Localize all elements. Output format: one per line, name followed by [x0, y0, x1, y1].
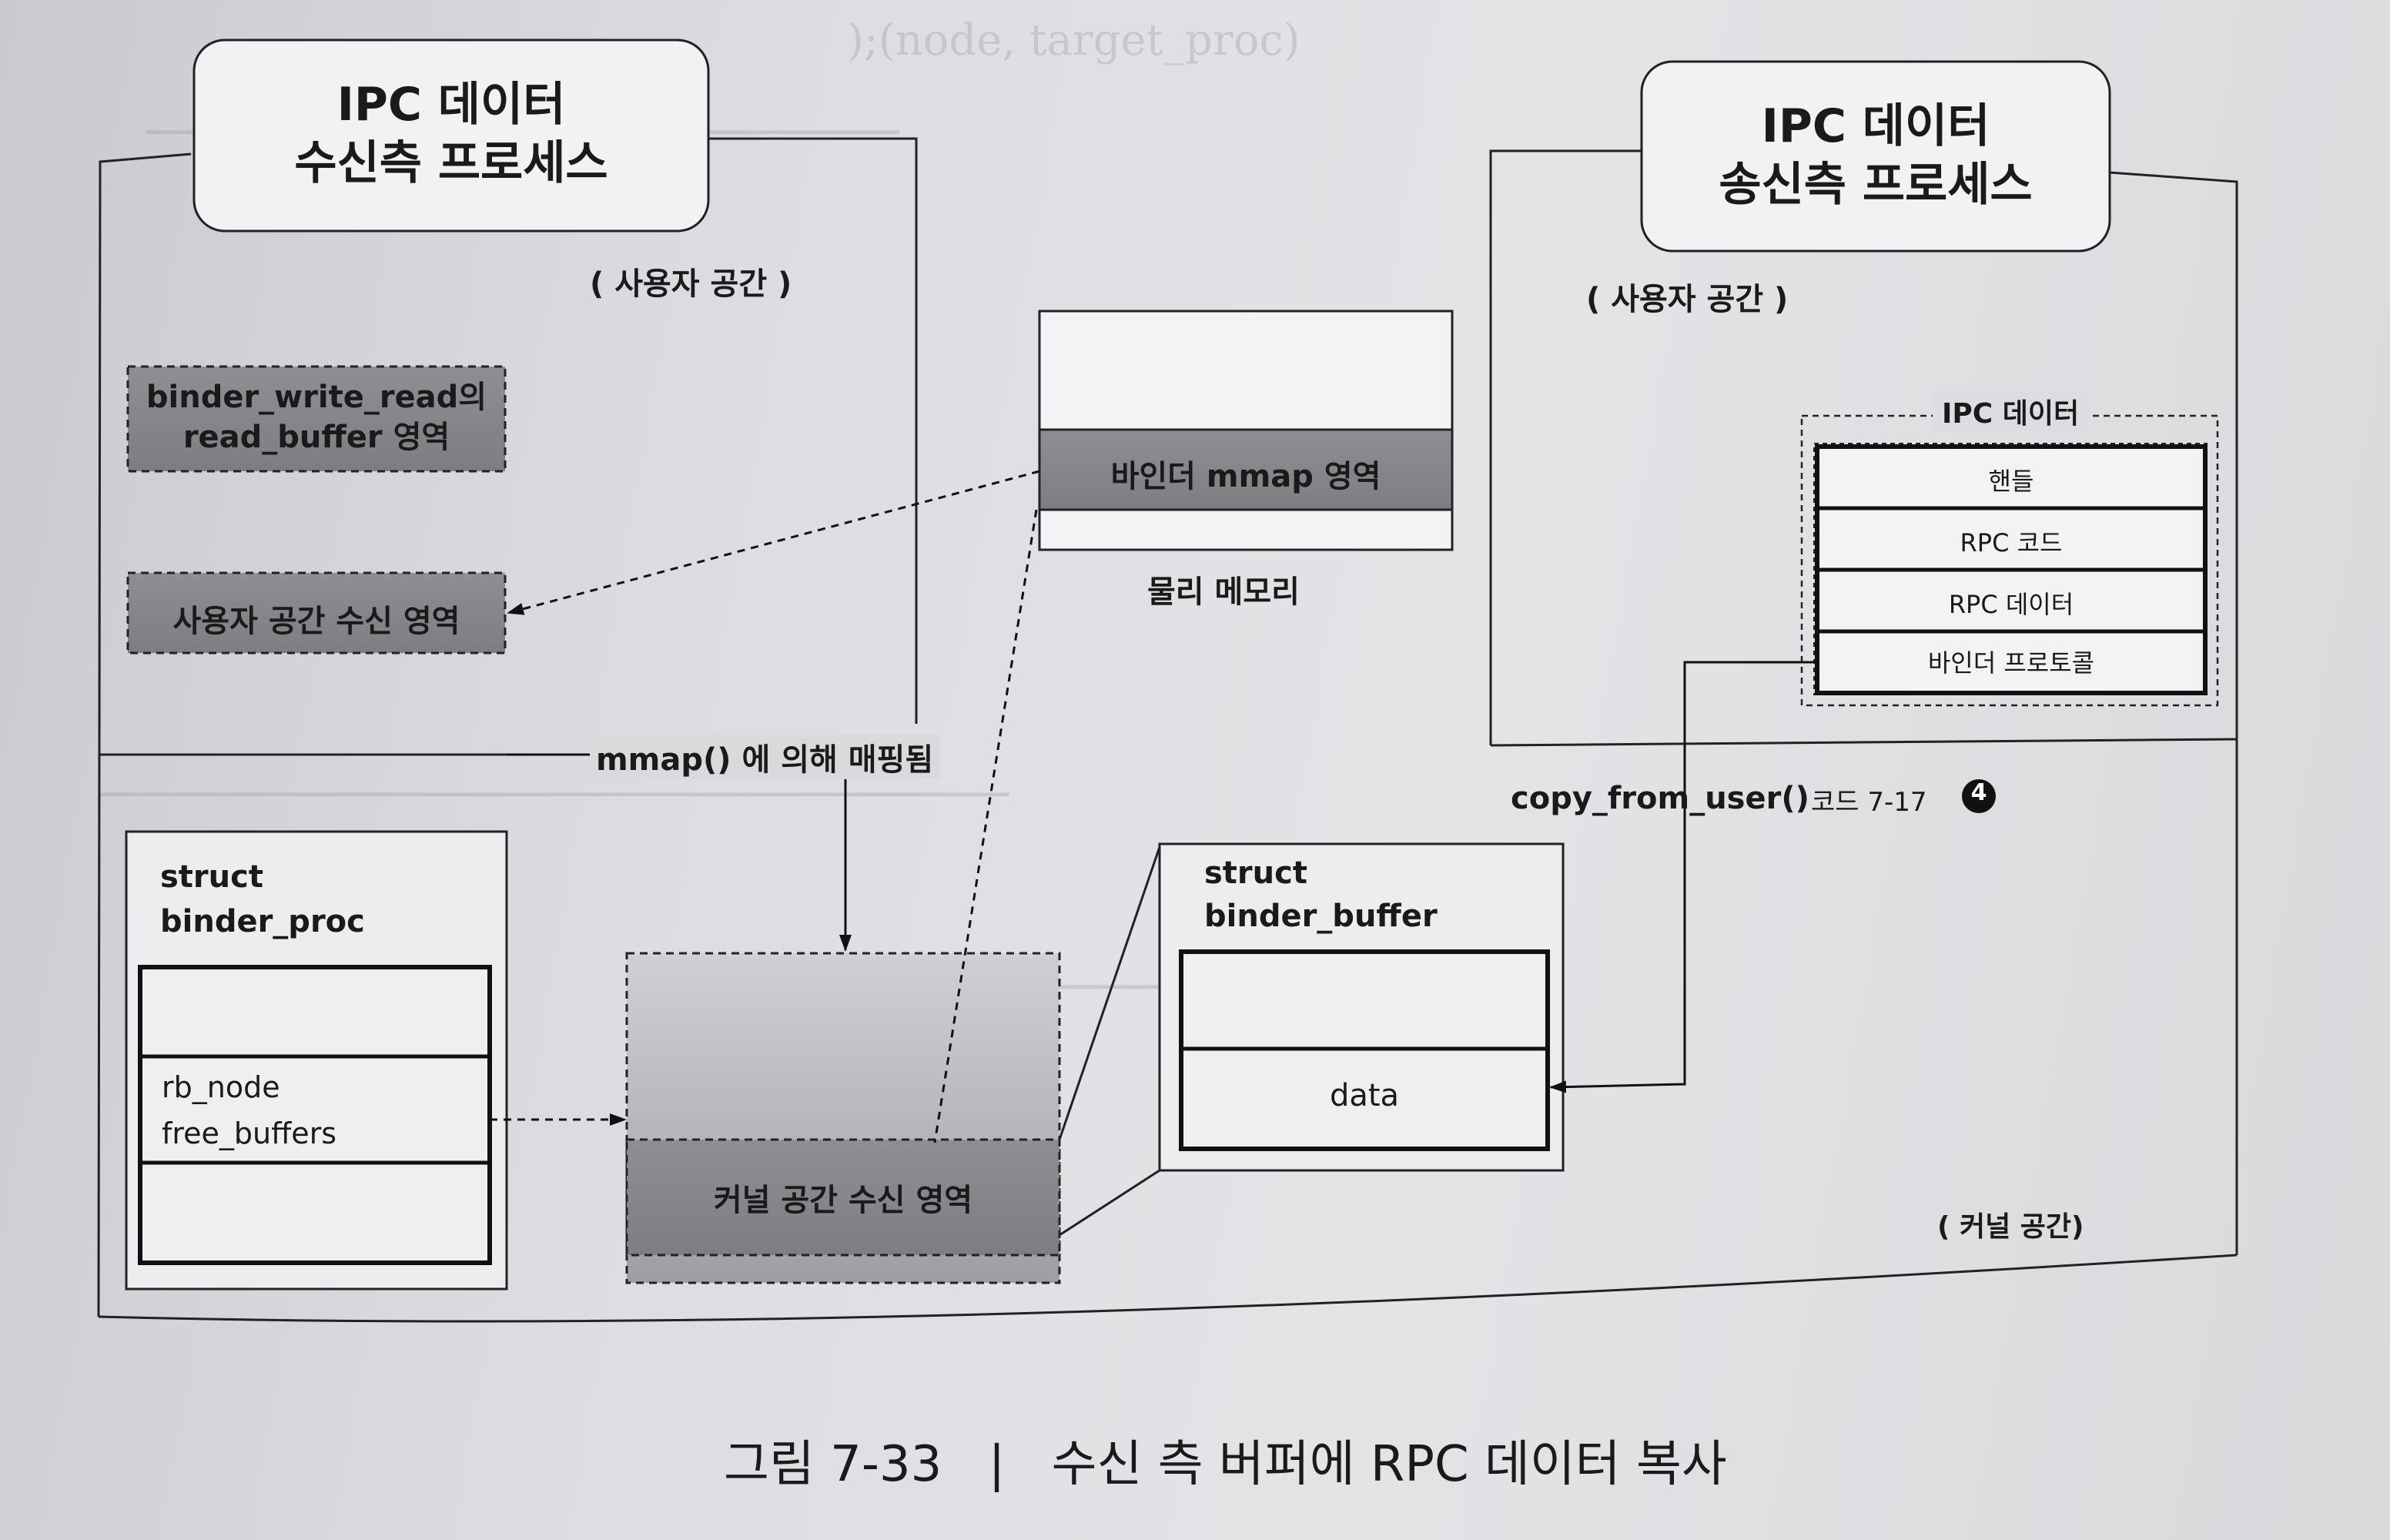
mmap-mapping-label: mmap() 에 의해 매핑됨	[590, 735, 940, 779]
mmap-mapping-arrow	[507, 753, 852, 952]
binder-proc-title: struct binder_proc	[160, 859, 365, 939]
receiver-user-space-label: ( 사용자 공간 )	[590, 266, 792, 302]
caption-separator: |	[988, 1436, 1006, 1493]
mmap-to-user-arrow	[507, 470, 1040, 615]
free-buffers-field: free_buffers	[162, 1116, 337, 1150]
code-reference-label: 코드 7-17	[1811, 787, 1927, 818]
rb-node-field: rb_node	[162, 1070, 280, 1104]
user-recv-area-label: 사용자 공간 수신 영역	[172, 604, 460, 639]
kernel-space-label: ( 커널 공간)	[1937, 1211, 2084, 1243]
read-buffer-area-box	[126, 365, 507, 473]
copy-from-user-label: copy_from_user()	[1511, 781, 1809, 816]
callout-line-top	[1058, 846, 1161, 1140]
binder-mmap-area-label: 바인더 mmap 영역	[1110, 459, 1381, 494]
read-buffer-area-label: binder_write_read의 read_buffer 영역	[146, 380, 487, 455]
sender-process-frame	[1489, 149, 2238, 1255]
ipc-field-handle: 핸들	[1988, 467, 2034, 496]
mmap-to-kernel-line	[933, 509, 1038, 1143]
receiver-title: IPC 데이터 수신측 프로세스	[294, 78, 608, 190]
caption-text: 수신 측 버퍼에 RPC 데이터 복사	[1051, 1436, 1727, 1493]
ipc-data-label: IPC 데이터	[1933, 391, 2089, 431]
copy-from-user-arrow	[1549, 661, 1817, 1093]
show-through-text: );(node, target_proc)	[847, 15, 1300, 65]
callout-line-bottom	[1059, 1169, 1160, 1237]
binder-buffer-data-field: data	[1329, 1078, 1400, 1113]
receiver-title-box	[192, 38, 710, 233]
sender-user-space-label: ( 사용자 공간 )	[1586, 282, 1789, 317]
kernel-space-boundary	[98, 1254, 2238, 1323]
figure-caption: 그림 7-33 | 수신 측 버퍼에 RPC 데이터 복사	[724, 1424, 1727, 1495]
binder-buffer-title: struct binder_buffer	[1204, 855, 1438, 934]
binder-mmap-area-box	[1038, 428, 1454, 511]
kernel-recv-area-label: 커널 공간 수신 영역	[713, 1183, 973, 1218]
ipc-field-binder-protocol: 바인더 프로토콜	[1927, 648, 2095, 678]
ipc-field-rpc-code: RPC 코드	[1960, 528, 2063, 557]
ipc-field-rpc-data: RPC 데이터	[1948, 590, 2074, 619]
sender-title: IPC 데이터 송신측 프로세스	[1719, 99, 2033, 212]
user-kernel-divider	[99, 738, 2238, 756]
kernel-recv-area-box	[625, 1138, 1061, 1257]
user-recv-area-box	[126, 571, 507, 654]
receiver-process-frame	[97, 137, 918, 1317]
sender-title-box	[1640, 60, 2111, 253]
physical-memory-label: 물리 메모리	[1147, 574, 1300, 610]
step-marker	[1962, 779, 1996, 813]
figure-number: 그림 7-33	[724, 1436, 942, 1493]
step-marker-number: 4	[1970, 779, 1987, 806]
binder-proc-table	[138, 965, 492, 1265]
